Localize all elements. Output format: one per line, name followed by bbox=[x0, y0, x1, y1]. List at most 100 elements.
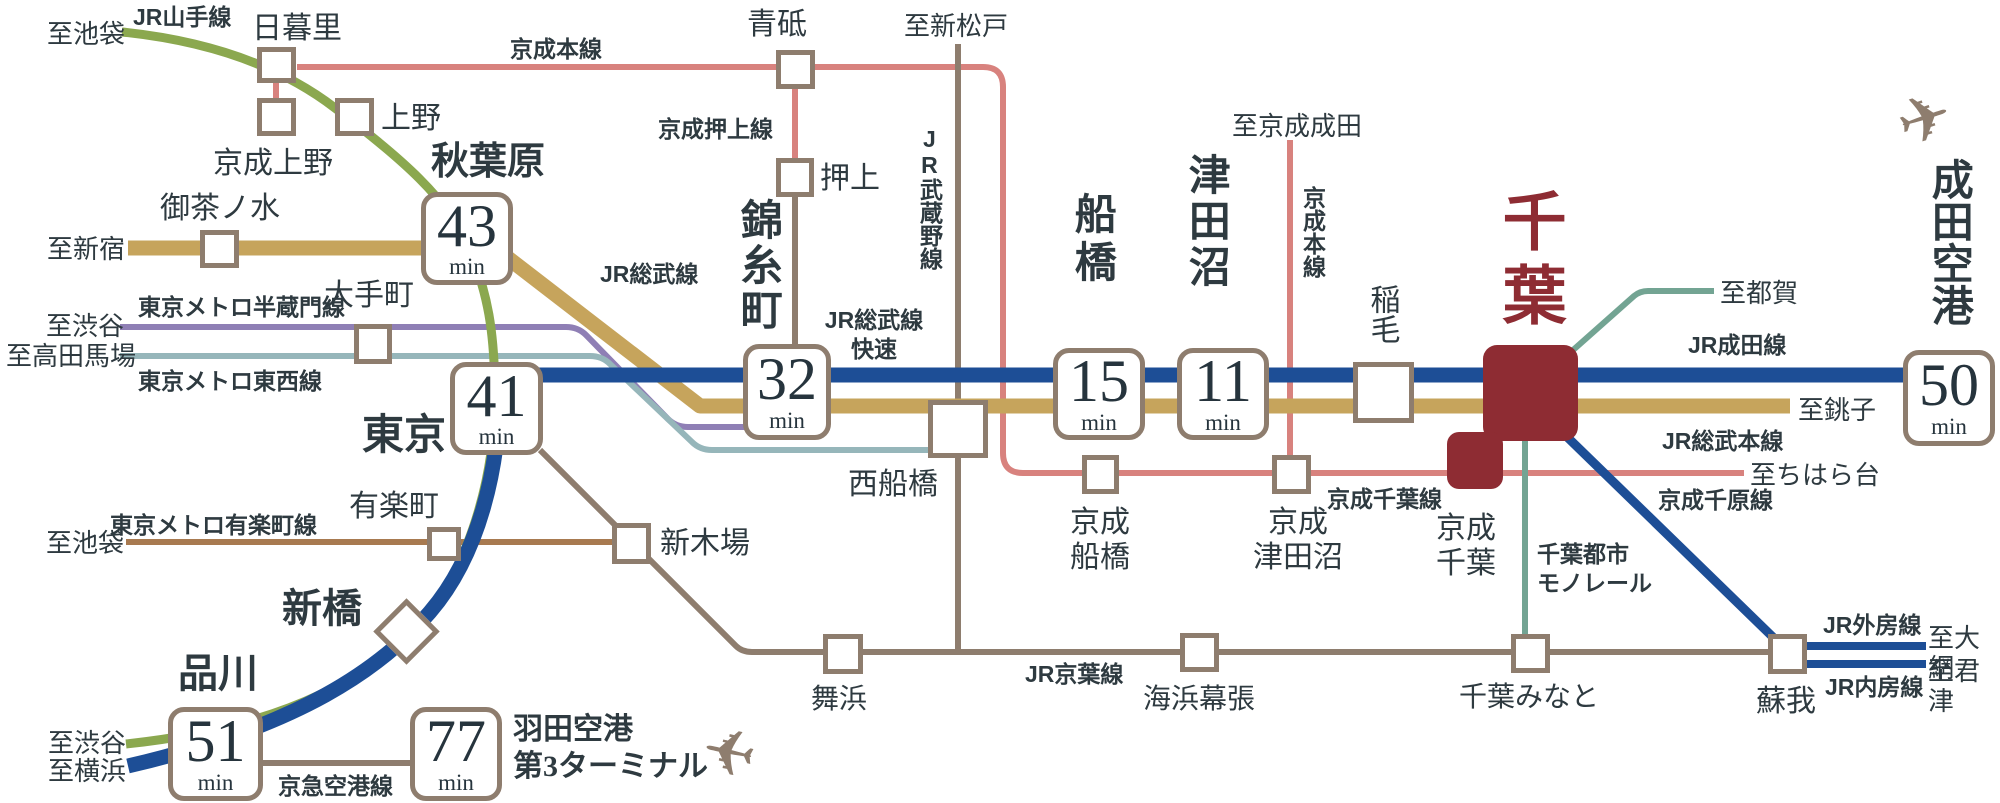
line-label-jr-uchibo: JR内房線 bbox=[1825, 674, 1924, 700]
terminal-ikebukuro-bottom: 至池袋 bbox=[46, 529, 125, 558]
line-label-jr-yamanote: JR山手線 bbox=[133, 4, 232, 30]
terminal-shibuya-bottom: 至渋谷 bbox=[48, 729, 127, 758]
badge-unit: min bbox=[769, 407, 805, 433]
station-label-shimbashi: 新橋 bbox=[282, 586, 362, 631]
station-label-aoto: 青砥 bbox=[747, 8, 807, 41]
station-label-keisei-tsudanuma: 京成 津田沼 bbox=[1253, 506, 1343, 574]
station-marker-shin-kiba bbox=[612, 523, 651, 564]
terminal-shin-matsudo: 至新松戸 bbox=[904, 12, 1009, 41]
station-marker-keisei-ueno bbox=[257, 98, 296, 136]
jr-keiyo-line bbox=[537, 447, 1772, 655]
time-badge-tsudanuma: 11 min bbox=[1177, 348, 1269, 440]
station-marker-kaihin-makuhari bbox=[1180, 633, 1219, 672]
tozai-line bbox=[120, 353, 930, 453]
station-marker-keisei-chiba bbox=[1447, 432, 1503, 489]
station-label-shin-kiba: 新木場 bbox=[660, 527, 750, 560]
station-label-keisei-ueno: 京成上野 bbox=[213, 147, 333, 180]
line-label-keisei-oshiage: 京成押上線 bbox=[658, 116, 773, 142]
line-label-jr-sotobo: JR外房線 bbox=[1823, 612, 1922, 638]
station-label-haneda-terminal: 羽田空港 第3ターミナル bbox=[513, 713, 708, 783]
monorail-tsuga-line bbox=[1570, 288, 1714, 354]
station-label-funabashi: 船橋 bbox=[1068, 192, 1115, 288]
station-marker-maihama bbox=[823, 634, 863, 674]
line-label-keisei-chihara: 京成千原線 bbox=[1658, 487, 1773, 513]
terminal-oami: 至大網 bbox=[1928, 624, 1981, 683]
station-marker-nishi-funabashi bbox=[928, 400, 988, 458]
station-label-ochanomizu: 御茶ノ水 bbox=[160, 192, 280, 225]
station-marker-yurakucho bbox=[427, 527, 461, 561]
time-badge-kinshicho: 32 min bbox=[743, 344, 831, 440]
station-label-soga: 蘇我 bbox=[1756, 685, 1816, 718]
badge-unit: min bbox=[438, 769, 474, 795]
badge-unit: min bbox=[1931, 413, 1967, 439]
terminal-kimitsu: 至君津 bbox=[1928, 657, 1981, 716]
badge-minutes: 15 bbox=[1069, 348, 1129, 415]
station-label-nippori: 日暮里 bbox=[252, 12, 342, 45]
station-label-shinagawa: 品川 bbox=[178, 651, 258, 696]
terminal-chiharadai: 至ちはら台 bbox=[1750, 461, 1881, 490]
badge-unit: min bbox=[1081, 409, 1117, 435]
badge-unit: min bbox=[478, 424, 515, 450]
station-label-keisei-funabashi: 京成 船橋 bbox=[1070, 506, 1130, 574]
station-label-kaihin-makuhari: 海浜幕張 bbox=[1143, 684, 1256, 715]
station-marker-soga bbox=[1768, 634, 1807, 674]
terminal-shibuya-mid: 至渋谷 bbox=[46, 312, 125, 341]
station-label-chiba-minato: 千葉みなと bbox=[1459, 682, 1600, 713]
line-label-chiba-monorail: 千葉都市 モノレール bbox=[1537, 541, 1652, 596]
badge-unit: min bbox=[1205, 409, 1241, 435]
line-label-keisei-main: 京成本線 bbox=[510, 36, 602, 62]
station-label-tsudanuma: 津田沼 bbox=[1182, 153, 1229, 291]
station-marker-chiba bbox=[1483, 345, 1578, 441]
station-label-tokyo: 東京 bbox=[362, 413, 447, 459]
station-marker-chiba-minato bbox=[1511, 634, 1550, 673]
station-marker-otemachi bbox=[354, 324, 392, 364]
badge-minutes: 41 bbox=[466, 362, 527, 429]
line-label-jr-sobu-main: JR総武本線 bbox=[1662, 428, 1784, 454]
terminal-shinjuku: 至新宿 bbox=[47, 235, 126, 264]
station-marker-nippori bbox=[257, 47, 296, 83]
station-marker-keisei-tsudanuma bbox=[1272, 455, 1311, 494]
terminal-ikebukuro-top: 至池袋 bbox=[47, 20, 126, 49]
line-label-jr-keiyo: JR京葉線 bbox=[1025, 661, 1124, 687]
time-badge-narita-airport: 50 min bbox=[1903, 350, 1995, 446]
line-label-keisei-chiba: 京成千葉線 bbox=[1327, 486, 1442, 512]
station-label-keisei-chiba: 京成 千葉 bbox=[1436, 512, 1496, 580]
station-marker-aoto bbox=[776, 50, 815, 89]
time-badge-tokyo: 41 min bbox=[450, 362, 543, 455]
station-label-inage: 稲毛 bbox=[1365, 284, 1399, 344]
terminal-yokohama: 至横浜 bbox=[48, 757, 127, 786]
station-label-narita-airport: 成田空港 bbox=[1925, 158, 1972, 326]
keisei-main-line bbox=[297, 64, 1449, 476]
station-label-chiba: 千葉 bbox=[1493, 188, 1565, 336]
station-label-yurakucho: 有楽町 bbox=[349, 490, 439, 523]
badge-unit: min bbox=[449, 254, 485, 280]
line-label-yurakucho: 東京メトロ有楽町線 bbox=[110, 512, 317, 538]
station-label-maihama: 舞浜 bbox=[811, 684, 868, 715]
station-marker-inage bbox=[1353, 362, 1414, 423]
badge-minutes: 11 bbox=[1194, 348, 1252, 415]
line-label-jr-sobu: JR総武線 bbox=[600, 261, 699, 287]
station-label-kinshicho: 錦糸町 bbox=[734, 198, 781, 333]
station-label-oshiage: 押上 bbox=[820, 162, 880, 195]
terminal-tsuga: 至都賀 bbox=[1720, 279, 1799, 308]
station-label-nishi-funabashi: 西船橋 bbox=[848, 468, 938, 501]
station-marker-ochanomizu bbox=[200, 230, 239, 268]
badge-minutes: 43 bbox=[437, 192, 497, 259]
terminal-choshi: 至銚子 bbox=[1798, 396, 1877, 425]
time-badge-akihabara: 43 min bbox=[421, 192, 513, 285]
line-label-hanzomon: 東京メトロ半蔵門線 bbox=[138, 294, 345, 320]
line-label-jr-musashino: JR武蔵野線 bbox=[916, 126, 943, 270]
time-badge-haneda: 77 min bbox=[410, 707, 502, 801]
terminal-takadanobaba: 至高田馬場 bbox=[6, 342, 137, 371]
station-label-otemachi: 大手町 bbox=[324, 279, 414, 312]
line-label-jr-narita: JR成田線 bbox=[1688, 332, 1787, 358]
badge-minutes: 77 bbox=[426, 708, 486, 775]
station-marker-keisei-funabashi bbox=[1082, 455, 1119, 494]
station-label-akihabara: 秋葉原 bbox=[431, 141, 546, 183]
terminal-keisei-narita: 至京成成田 bbox=[1232, 112, 1363, 141]
line-label-keikyu-airport: 京急空港線 bbox=[278, 773, 393, 799]
time-badge-shinagawa: 51 min bbox=[168, 707, 263, 801]
time-badge-funabashi: 15 min bbox=[1053, 348, 1145, 440]
